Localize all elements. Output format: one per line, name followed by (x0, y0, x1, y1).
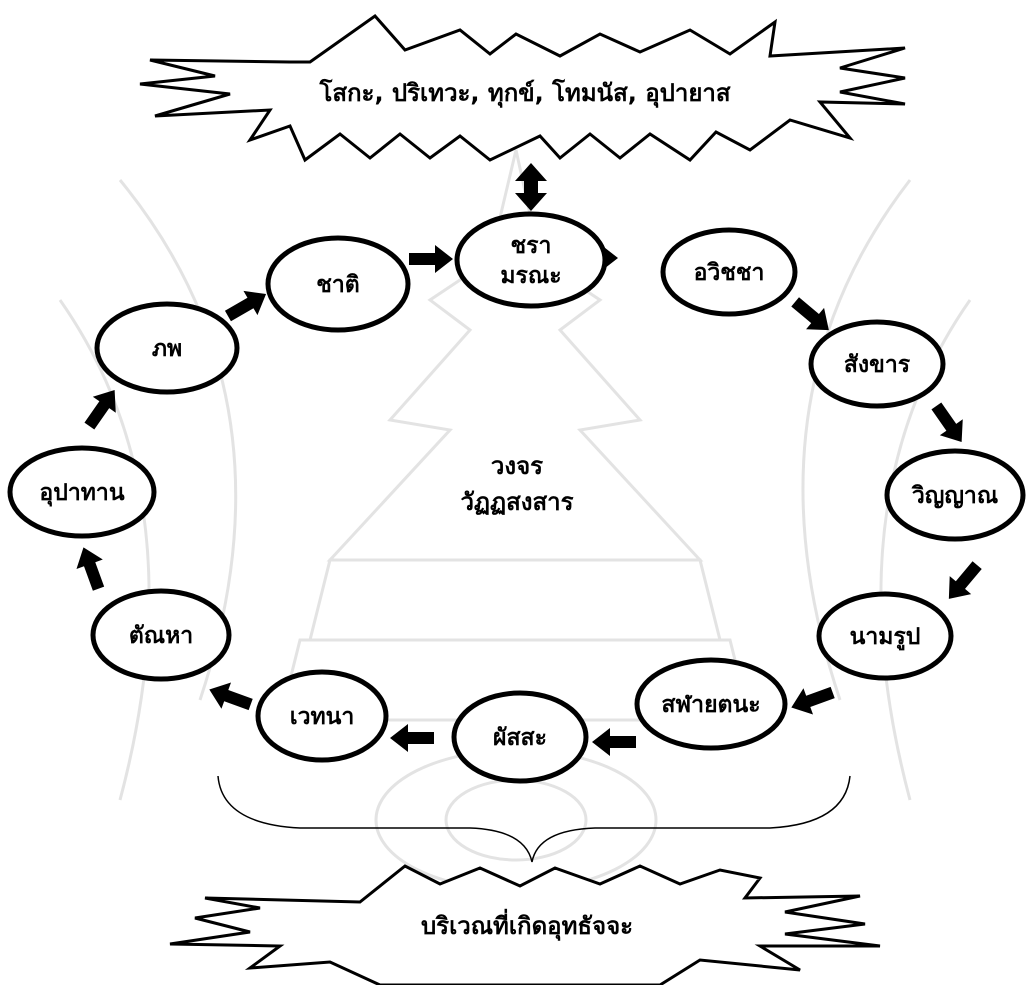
node-tanha: ตัณหา (93, 591, 229, 679)
node-label: ชาติ (316, 272, 359, 298)
arrow-icon (70, 543, 111, 594)
node-namarupa: นามรูป (819, 594, 951, 678)
node-avijja: อวิชชา (663, 230, 795, 314)
node-label: นามรูป (850, 624, 921, 651)
arrow-icon (390, 724, 434, 752)
node-label: อุปาทาน (39, 480, 124, 507)
top-burst-text: โสกะ, ปริเทวะ, ทุกข์, โทมนัส, อุปายาส (318, 78, 730, 109)
node-label: ชรา (511, 233, 552, 259)
curly-brace (218, 776, 850, 862)
bottom-burst: บริเวณที่เกิดอุทธัจจะ (170, 866, 880, 985)
arrow-icon (938, 556, 988, 608)
arrow-icon (787, 679, 838, 720)
node-label: เวทนา (290, 704, 355, 730)
node-label: ภพ (152, 336, 182, 362)
node-label: อวิชชา (694, 260, 765, 286)
node-label: ผัสสะ (493, 725, 547, 751)
node-sankhara: สังขาร (811, 322, 943, 406)
node-vedana: เวทนา (258, 672, 386, 760)
arrow-icon (592, 728, 636, 756)
node-vinnana: วิญญาณ (887, 451, 1023, 539)
node-ellipse (457, 214, 605, 306)
node-salayatana: สฬายตนะ (637, 660, 785, 748)
node-label: สังขาร (844, 352, 911, 378)
node-jati: ชาติ (268, 238, 408, 330)
node-label: มรณะ (500, 263, 561, 289)
node-label: สฬายตนะ (661, 692, 760, 718)
center-label: วงจร วัฏฏสงสาร (460, 452, 573, 516)
bottom-burst-text: บริเวณที่เกิดอุทธัจจะ (421, 908, 633, 942)
arrow-icon (409, 245, 453, 273)
top-burst: โสกะ, ปริเทวะ, ทุกข์, โทมนัส, อุปายาส (140, 16, 905, 160)
center-line-1: วงจร (491, 452, 543, 480)
arrow-icon (78, 382, 126, 434)
node-label: วิญญาณ (911, 483, 998, 509)
arrow-icon (925, 398, 973, 450)
center-line-2: วัฏฏสงสาร (460, 488, 573, 516)
arrow-icon (205, 676, 256, 717)
arrow-icon (221, 282, 273, 328)
node-bhava: ภพ (97, 304, 237, 392)
node-upadana: อุปาทาน (10, 448, 154, 536)
node-label: ตัณหา (129, 623, 193, 649)
node-phassa: ผัสสะ (454, 693, 586, 781)
